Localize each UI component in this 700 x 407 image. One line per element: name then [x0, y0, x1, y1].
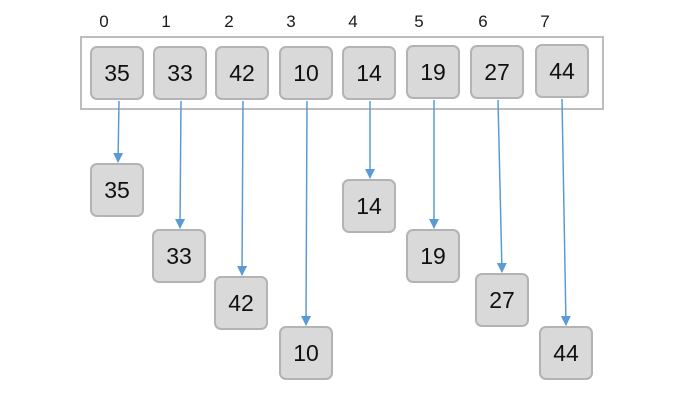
- array-cell-4: 14: [342, 46, 396, 100]
- index-label-2: 2: [224, 12, 234, 31]
- arrow-0: [113, 100, 124, 163]
- placed-cell-2: 42: [214, 276, 268, 330]
- index-label-6: 6: [478, 12, 488, 31]
- array-cell-1: 33: [153, 46, 207, 100]
- arrow-2: [237, 100, 248, 276]
- placed-cell-7: 44: [539, 326, 593, 380]
- array-cell-5: 19: [406, 45, 460, 99]
- arrow-6: [496, 99, 507, 273]
- placed-cell-6: 27: [475, 273, 529, 327]
- placed-cell-5: 19: [406, 229, 460, 283]
- placed-cell-1: 33: [152, 229, 206, 283]
- arrow-3: [301, 100, 312, 326]
- index-label-1: 1: [161, 12, 171, 31]
- index-label-5: 5: [414, 12, 424, 31]
- array-cell-2: 42: [215, 46, 269, 100]
- index-label-7: 7: [540, 12, 550, 31]
- array-cell-6: 27: [470, 45, 524, 99]
- array-cell-3: 10: [279, 46, 333, 100]
- array-cell-0: 35: [90, 46, 144, 100]
- placed-cell-4: 14: [342, 179, 396, 233]
- arrow-1: [175, 100, 186, 229]
- placed-cell-0: 35: [90, 163, 144, 217]
- arrow-7: [560, 98, 571, 326]
- placed-cell-3: 10: [279, 326, 333, 380]
- index-label-0: 0: [99, 12, 109, 31]
- array-cell-7: 44: [535, 44, 589, 98]
- index-label-4: 4: [348, 12, 358, 31]
- index-label-3: 3: [286, 12, 296, 31]
